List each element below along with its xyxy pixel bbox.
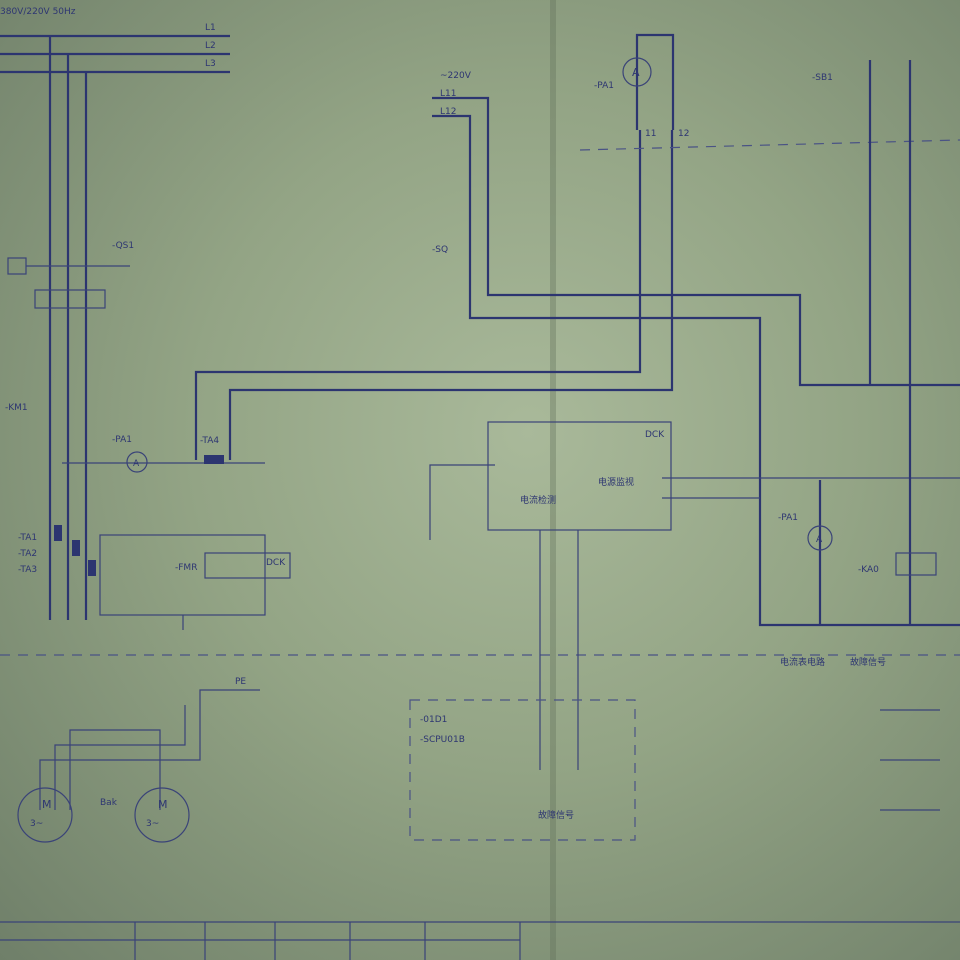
- ammeter-top-icon: [622, 57, 652, 87]
- l11-label: L11: [440, 89, 456, 99]
- ka0-label: -KA0: [858, 565, 879, 575]
- l12-label: L12: [440, 107, 456, 117]
- dck-label: DCK: [266, 558, 286, 568]
- relay-coil-ka0-icon: [895, 552, 937, 576]
- motor-1-label: M: [42, 798, 52, 811]
- ammeter-right-symbol: A: [816, 535, 823, 545]
- control-voltage-label: ~220V: [440, 71, 472, 81]
- ta4-label: -TA4: [200, 436, 219, 446]
- section-label-fault: 故障信号: [850, 656, 886, 668]
- ta4-icon: [204, 455, 224, 464]
- motor-1-icon: [17, 787, 73, 843]
- breaker-handle-icon: [7, 257, 27, 275]
- motor-2-label: M: [158, 798, 168, 811]
- ta2-icon: [72, 540, 80, 556]
- thermal-relay-icon: [34, 289, 106, 309]
- monitor-module-box: [487, 421, 672, 531]
- title-block: [0, 921, 960, 960]
- fmr-relay-icon: [204, 552, 291, 579]
- module-current-label: 电流检测: [520, 494, 556, 506]
- sq-label: -SQ: [432, 245, 448, 255]
- ammeter-symbol: A: [133, 459, 140, 469]
- remote-label: 故障信号: [538, 809, 574, 821]
- phase-l3-label: L3: [205, 59, 216, 69]
- supply-header: 380V/220V 50Hz: [0, 7, 76, 17]
- phase-l2-label: L2: [205, 41, 216, 51]
- d1-label: -01D1: [420, 715, 447, 725]
- pa-top-label: -PA1: [594, 81, 614, 91]
- ammeter-right-icon: [807, 525, 833, 551]
- pe-label: PE: [235, 677, 246, 687]
- motor-1-phase: 3~: [30, 819, 43, 829]
- ta3-icon: [88, 560, 96, 576]
- section-label-ammeter: 电流表电路: [780, 656, 825, 668]
- module-label: DCK: [645, 430, 665, 440]
- ta1-label: -TA1: [18, 533, 37, 543]
- ammeter-pa1-icon: [126, 451, 148, 473]
- km-label: -KM1: [5, 403, 28, 413]
- ta2-label: -TA2: [18, 549, 37, 559]
- ammeter-top-symbol: A: [632, 66, 640, 79]
- brake-label: Bak: [100, 798, 118, 808]
- terminal-11: 11: [645, 129, 656, 139]
- ta1-icon: [54, 525, 62, 541]
- ta3-label: -TA3: [18, 565, 37, 575]
- remote-panel-box: [409, 699, 636, 841]
- pa-right-label: -PA1: [778, 513, 798, 523]
- main-bus: [0, 34, 230, 620]
- pa1-label: -PA1: [112, 435, 132, 445]
- terminal-12: 12: [678, 129, 689, 139]
- fmr-label: -FMR: [175, 563, 197, 573]
- scpu-label: -SCPU01B: [420, 735, 465, 745]
- motor-2-icon: [134, 787, 190, 843]
- module-power-label: 电源监视: [598, 476, 634, 488]
- phase-l1-label: L1: [205, 23, 216, 33]
- motor-2-phase: 3~: [146, 819, 159, 829]
- qs-label: -QS1: [112, 241, 134, 251]
- sb-label: -SB1: [812, 73, 833, 83]
